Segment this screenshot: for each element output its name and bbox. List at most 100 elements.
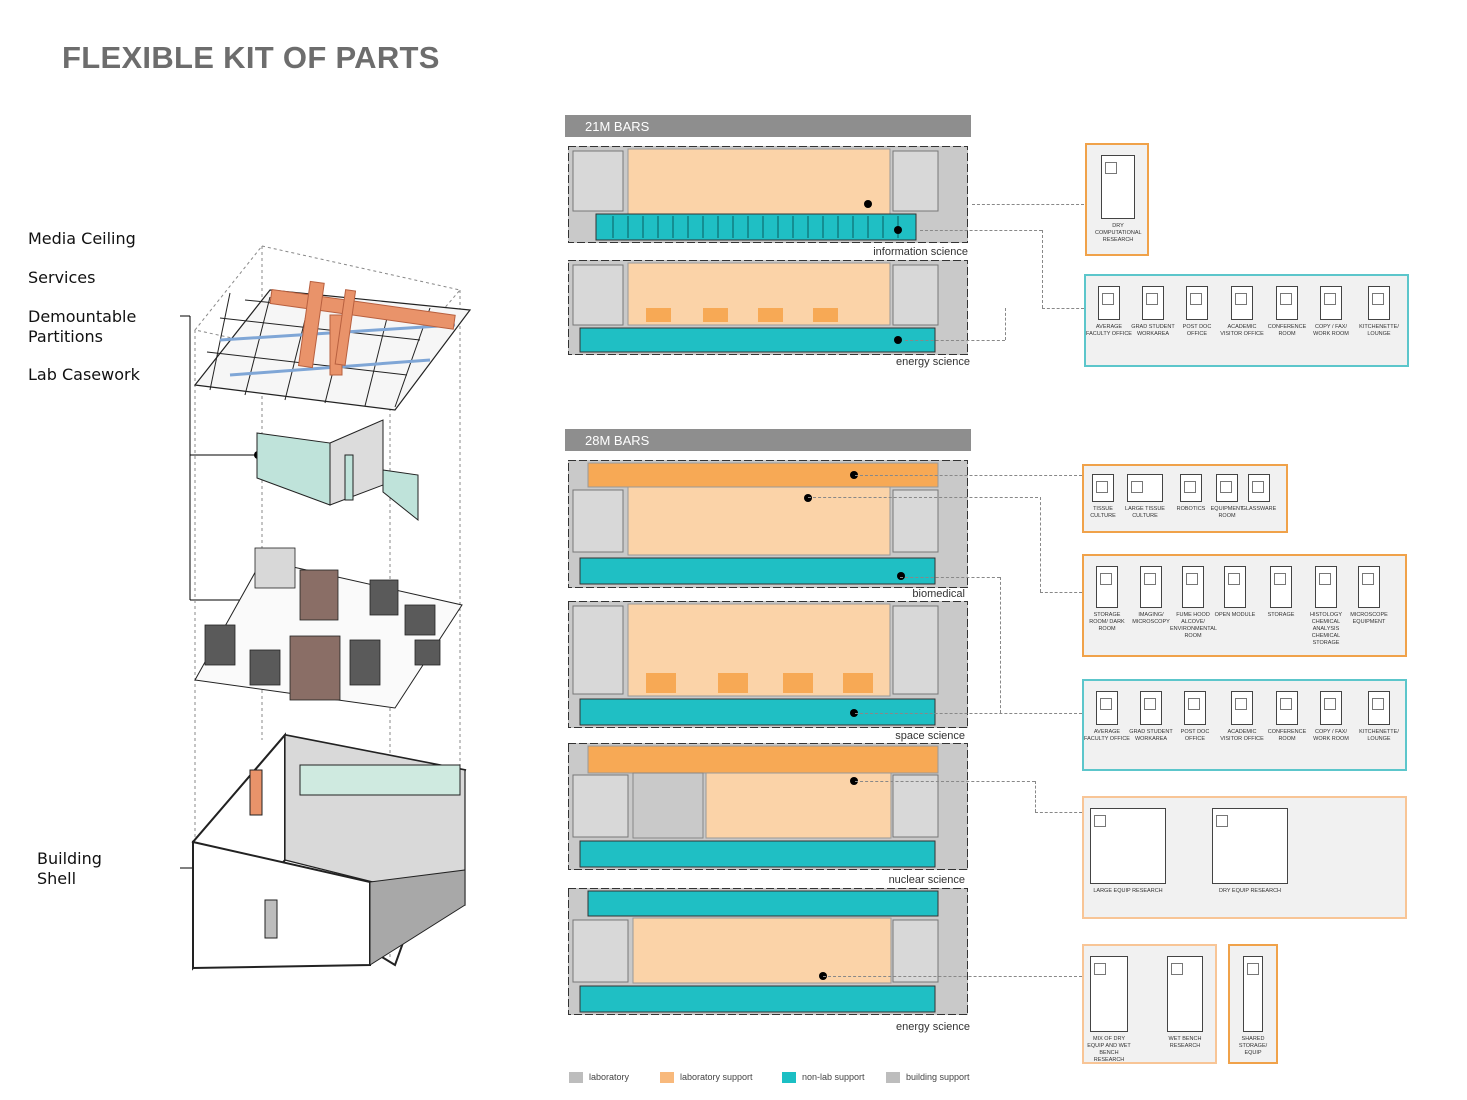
connector-line — [1000, 577, 1001, 713]
kit-item-label: DRY EQUIP RESEARCH — [1218, 888, 1282, 894]
kit-item-label: SHARED STORAGE/ EQUIP — [1238, 1036, 1268, 1056]
module-plan-icon — [1167, 956, 1203, 1032]
module-plan-icon — [1182, 566, 1204, 608]
kit-item-label: STORAGE ROOM/ DARK ROOM — [1089, 612, 1125, 632]
legend-label: laboratory — [589, 1072, 630, 1082]
module-plan-icon — [1320, 286, 1342, 320]
kit-lab-support-a: TISSUE CULTURE LARGE TISSUE CULTURE ROBO… — [1082, 464, 1288, 533]
module-plan-icon — [1368, 691, 1390, 725]
label-building-line2: Shell — [37, 869, 77, 888]
module-plan-icon — [1224, 566, 1246, 608]
kit-item: DRY COMPUTATIONAL RESEARCH — [1095, 155, 1142, 244]
kit-item: STORAGE — [1258, 566, 1304, 619]
module-plan-icon — [1096, 691, 1118, 725]
kit-office-set-b: AVERAGE FACULTY OFFICE GRAD STUDENT WORK… — [1082, 679, 1407, 771]
plan-energy-science-21m — [568, 260, 968, 355]
kit-item: STORAGE ROOM/ DARK ROOM — [1084, 566, 1130, 633]
module-plan-icon — [1243, 956, 1263, 1032]
kit-item: ACADEMIC VISITOR OFFICE — [1219, 691, 1265, 743]
header-28m-bars: 28M BARS — [565, 429, 971, 451]
kit-item: FUME HOOD ALCOVE/ ENVIRONMENTAL ROOM — [1170, 566, 1217, 640]
kit-item: GRAD STUDENT WORKAREA — [1130, 286, 1176, 338]
connector-line — [1040, 592, 1082, 593]
connector-line — [900, 577, 1000, 578]
kit-item: EQUIPMENT ROOM — [1204, 474, 1250, 520]
legend-building-support: building support — [886, 1072, 970, 1084]
module-plan-icon — [1140, 691, 1162, 725]
caption-energy-science-21m: energy science — [896, 356, 970, 368]
caption-energy-science-28m: energy science — [896, 1021, 970, 1033]
kit-item: COPY / FAX/ WORK ROOM — [1308, 286, 1354, 338]
kit-item: AVERAGE FACULTY OFFICE — [1084, 691, 1130, 743]
module-plan-icon — [1092, 474, 1114, 502]
kit-item: DRY EQUIP RESEARCH — [1210, 808, 1290, 895]
kit-item: ACADEMIC VISITOR OFFICE — [1219, 286, 1265, 338]
connector-line — [823, 976, 1082, 977]
kit-item-label: AVERAGE FACULTY OFFICE — [1086, 324, 1132, 337]
legend-swatch — [782, 1072, 796, 1084]
label-services: Services — [28, 268, 96, 287]
kit-item-label: COPY / FAX/ WORK ROOM — [1313, 729, 1349, 742]
module-plan-icon — [1231, 691, 1253, 725]
kit-item-label: POST DOC OFFICE — [1182, 324, 1212, 337]
kit-item-label: ACADEMIC VISITOR OFFICE — [1220, 324, 1264, 337]
legend-swatch — [569, 1072, 583, 1084]
kit-shared-storage: SHARED STORAGE/ EQUIP — [1228, 944, 1278, 1064]
kit-item: GLASSWARE — [1236, 474, 1282, 513]
module-plan-icon — [1216, 474, 1238, 502]
kit-item-label: KITCHENETTE/ LOUNGE — [1359, 324, 1399, 337]
label-demountable-line2: Partitions — [28, 327, 104, 346]
axonometric-exploded-diagram — [180, 245, 472, 971]
kit-item: POST DOC OFFICE — [1172, 691, 1218, 743]
kit-item: MICROSCOPE EQUIPMENT — [1346, 566, 1392, 626]
connector-line — [855, 475, 1082, 476]
connector-line — [808, 497, 1038, 498]
kit-item-label: OPEN MODULE — [1214, 612, 1256, 618]
kit-item-label: KITCHENETTE/ LOUNGE — [1359, 729, 1399, 742]
legend-swatch — [886, 1072, 900, 1084]
connector-line — [1042, 230, 1043, 308]
kit-item: AVERAGE FACULTY OFFICE — [1086, 286, 1132, 338]
legend-laboratory: laboratory — [569, 1072, 630, 1084]
kit-item-label: ROBOTICS — [1176, 506, 1206, 512]
connector-line — [1040, 497, 1041, 592]
module-plan-icon — [1320, 691, 1342, 725]
kit-item: KITCHENETTE/ LOUNGE — [1356, 691, 1402, 743]
kit-item: HISTOLOGY CHEMICAL ANALYSIS CHEMICAL STO… — [1303, 566, 1349, 647]
module-plan-icon — [1090, 808, 1166, 884]
kit-item: COPY / FAX/ WORK ROOM — [1308, 691, 1354, 743]
label-media-ceiling: Media Ceiling — [28, 229, 136, 248]
plan-energy-science-28m — [568, 888, 968, 1015]
kit-item-label: GLASSWARE — [1241, 506, 1277, 512]
module-plan-icon — [1231, 286, 1253, 320]
kit-item-label: TISSUE CULTURE — [1090, 506, 1116, 519]
module-plan-icon — [1212, 808, 1288, 884]
kit-item: IMAGING/ MICROSCOPY — [1128, 566, 1174, 626]
kit-item-label: LARGE EQUIP RESEARCH — [1093, 888, 1163, 894]
kit-item-label: MICROSCOPE EQUIPMENT — [1350, 612, 1388, 625]
module-plan-icon — [1090, 956, 1128, 1032]
module-plan-icon — [1098, 286, 1120, 320]
caption-space-science: space science — [895, 730, 965, 742]
legend-non-lab-support: non-lab support — [782, 1072, 865, 1084]
kit-mix-bench: MIX OF DRY EQUIP AND WET BENCH RESEARCH … — [1082, 944, 1217, 1064]
connector-line — [855, 781, 1035, 782]
kit-item: KITCHENETTE/ LOUNGE — [1356, 286, 1402, 338]
kit-item: MIX OF DRY EQUIP AND WET BENCH RESEARCH — [1086, 956, 1132, 1064]
kit-item: OPEN MODULE — [1212, 566, 1258, 619]
connector-line — [1035, 781, 1036, 812]
legend-label: non-lab support — [802, 1072, 865, 1082]
connector-line — [855, 713, 1082, 714]
kit-dry-computational: DRY COMPUTATIONAL RESEARCH — [1085, 143, 1149, 256]
caption-information-science: information science — [873, 246, 968, 258]
kit-item-label: MIX OF DRY EQUIP AND WET BENCH RESEARCH — [1087, 1036, 1131, 1063]
kit-office-set-a: AVERAGE FACULTY OFFICE GRAD STUDENT WORK… — [1084, 274, 1409, 367]
module-plan-icon — [1368, 286, 1390, 320]
module-plan-icon — [1270, 566, 1292, 608]
label-demountable-line1: Demountable — [28, 307, 137, 326]
kit-item-label: CONFERENCE ROOM — [1267, 729, 1307, 742]
label-lab-casework: Lab Casework — [28, 365, 140, 384]
connector-line — [1035, 812, 1082, 813]
module-plan-icon — [1186, 286, 1208, 320]
kit-item-label: AVERAGE FACULTY OFFICE — [1084, 729, 1130, 742]
